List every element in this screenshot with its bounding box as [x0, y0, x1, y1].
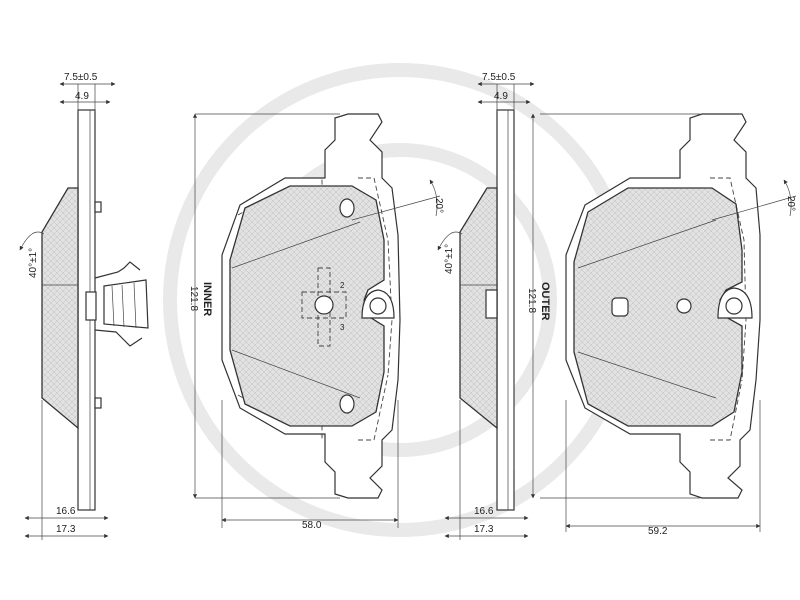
- left-dim-bottom-1: 16.6: [56, 506, 76, 517]
- inner-dim-height: 121.8: [188, 286, 199, 311]
- right-dim-plate-thickness: 4.9: [494, 91, 508, 102]
- outer-dim-width: 59.2: [648, 526, 668, 537]
- right-side-view: [437, 81, 535, 540]
- inner-marker-3: 3: [340, 323, 345, 332]
- inner-marker-2: 2: [340, 281, 345, 290]
- left-dim-total-thickness: 7.5±0.5: [64, 72, 98, 83]
- left-friction-material: [41, 187, 79, 430]
- right-dim-bottom-1: 16.6: [474, 506, 494, 517]
- spring-clip: [85, 261, 149, 347]
- inner-dim-width: 58.0: [302, 520, 322, 531]
- outer-side-label: OUTER: [539, 282, 551, 321]
- inner-friction-material: [229, 185, 385, 427]
- outer-dim-slot-angle: 20°: [785, 196, 796, 211]
- outer-friction-material: [573, 187, 743, 427]
- right-dim-bottom-2: 17.3: [474, 524, 494, 535]
- right-dim-chamfer-angle: 40°±1°: [444, 244, 455, 274]
- left-dim-plate-thickness: 4.9: [75, 91, 89, 102]
- left-side-view: [19, 81, 149, 540]
- outer-dim-height: 121.8: [526, 288, 537, 313]
- inner-pad-view: [192, 113, 441, 528]
- wear-sensor-mark: [301, 267, 347, 347]
- right-dim-total-thickness: 7.5±0.5: [482, 72, 516, 83]
- inner-dim-slot-angle: 20°: [433, 198, 444, 213]
- left-dim-chamfer-angle: 40°±1°: [28, 248, 39, 278]
- outer-pad-view: [530, 113, 797, 532]
- inner-side-label: INNER: [201, 282, 213, 316]
- right-backing-plate: [496, 109, 515, 511]
- right-friction-material: [459, 187, 498, 430]
- left-dim-bottom-2: 17.3: [56, 524, 76, 535]
